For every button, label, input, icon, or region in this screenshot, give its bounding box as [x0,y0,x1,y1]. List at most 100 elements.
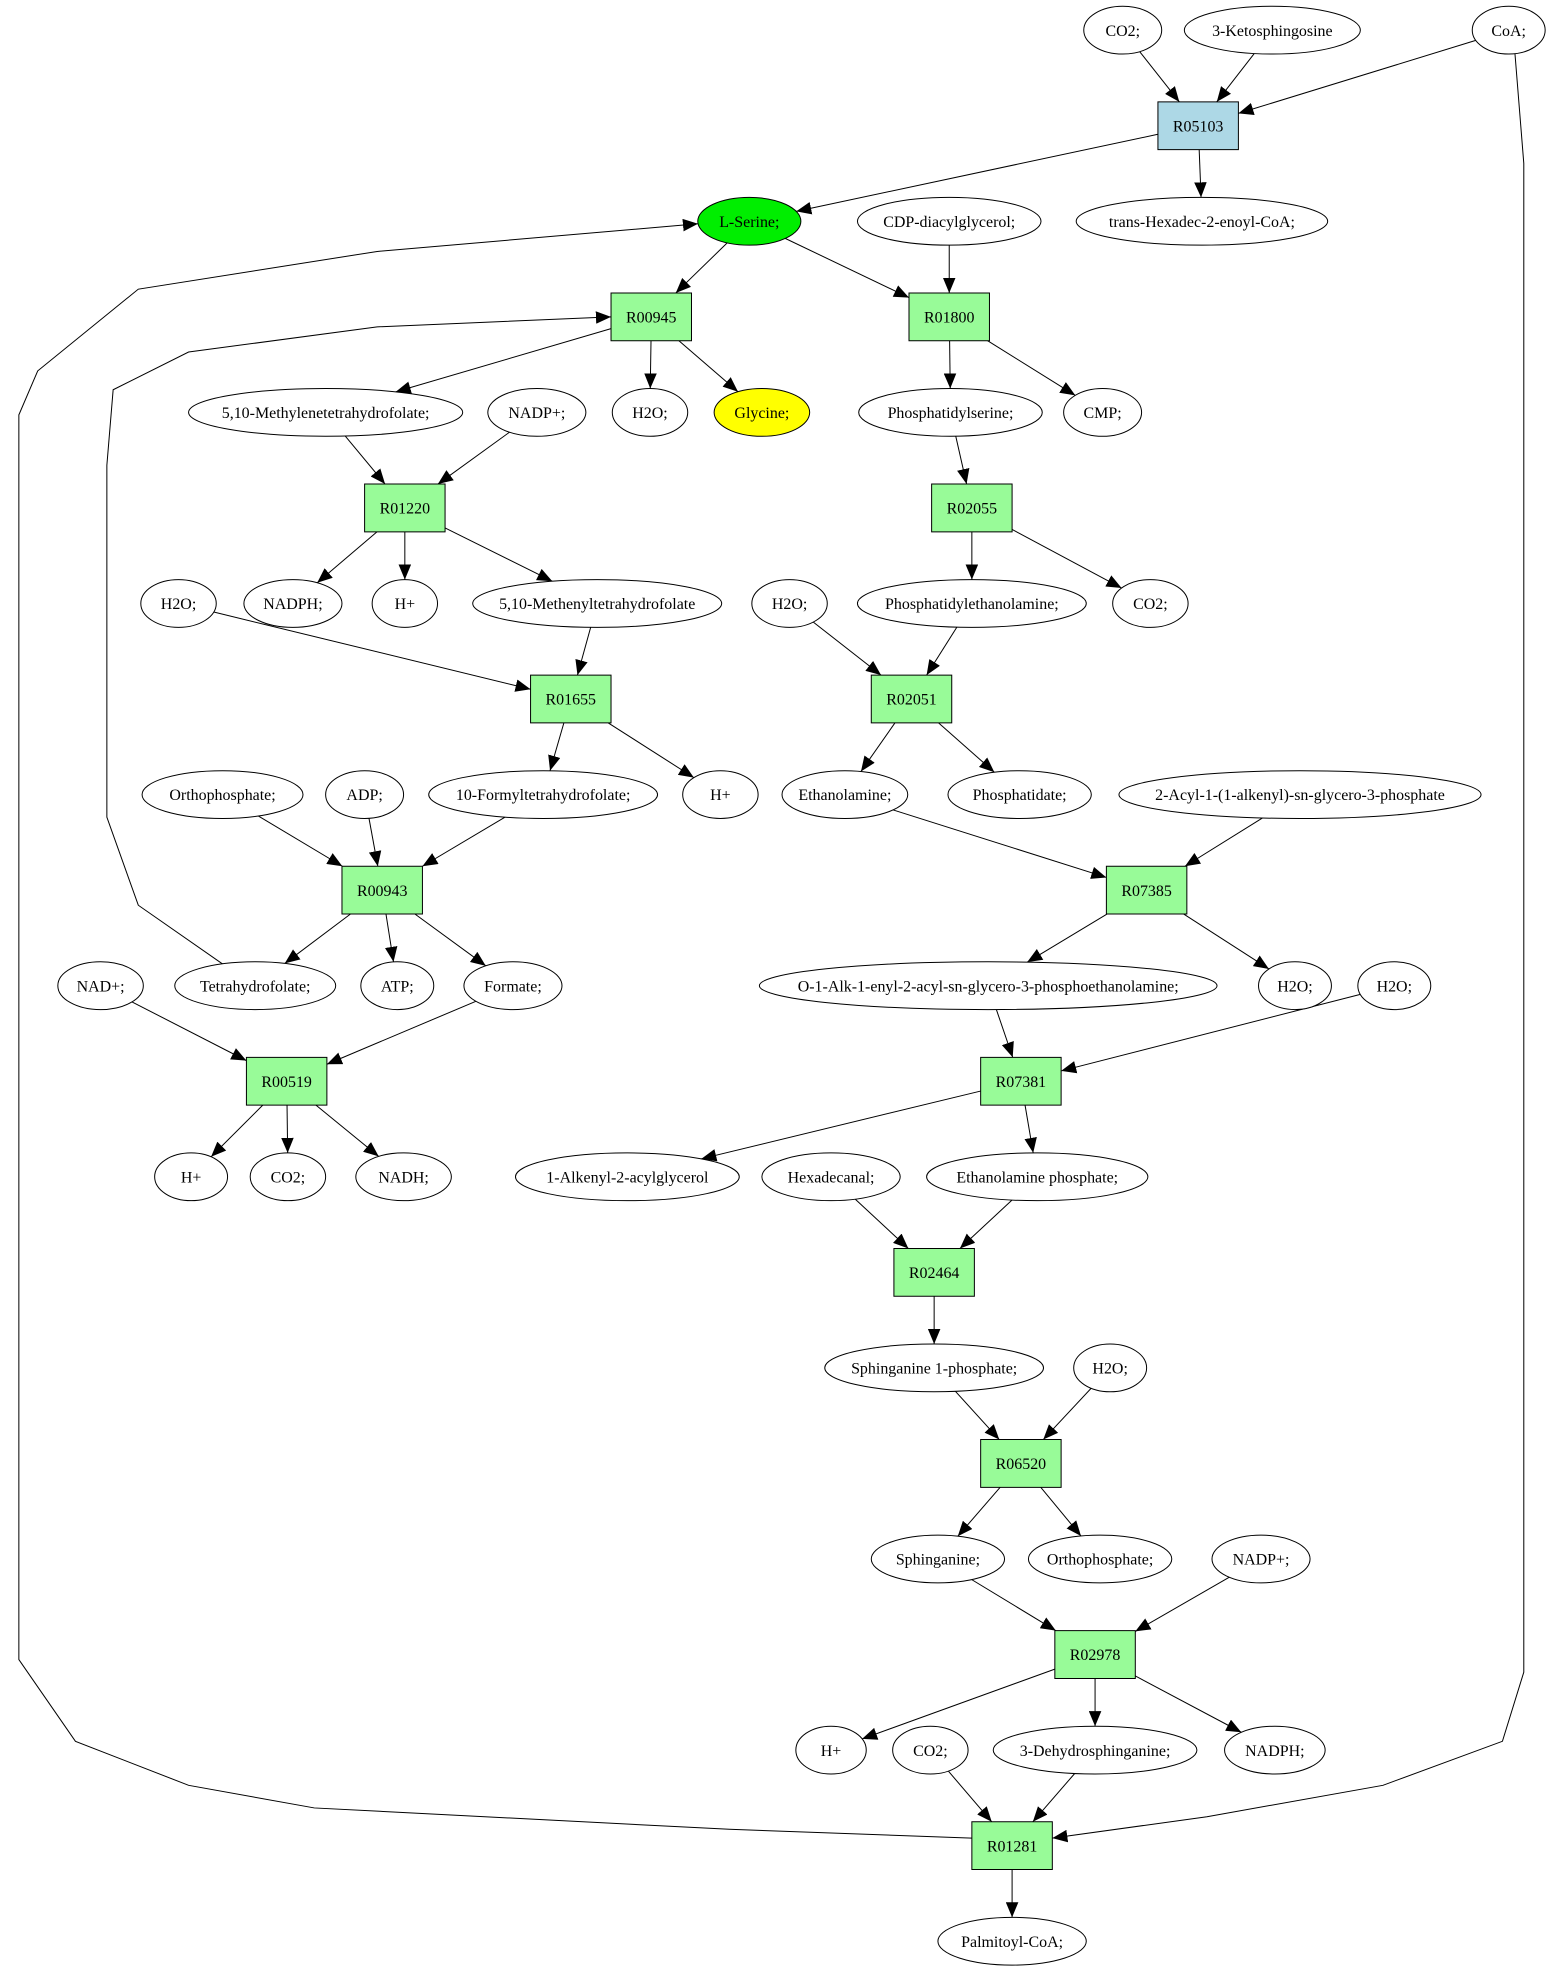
compound-node-c-nadh[interactable]: NADH; [356,1153,452,1201]
compound-node-c-hexadecanal[interactable]: Hexadecanal; [762,1153,900,1201]
reaction-node-r00519[interactable]: R00519 [246,1057,326,1105]
compound-node-c-coa[interactable]: CoA; [1472,6,1545,54]
compound-node-c-thf[interactable]: Tetrahydrofolate; [175,962,336,1010]
compound-node-c-nadp1[interactable]: NADP+; [488,388,586,436]
edge-c-ethanolamine-to-r07385 [893,810,1106,879]
compound-node-c-co2-top[interactable]: CO2; [1084,6,1162,54]
compound-node-c-adp[interactable]: ADP; [326,771,404,819]
compound-ellipse [782,771,908,819]
compound-node-c-sph1p[interactable]: Sphinganine 1-phosphate; [825,1344,1044,1392]
edge-c-acylalkenyl-to-r07385 [1185,818,1263,866]
node-label: CoA; [1491,23,1526,40]
compound-node-c-h2o4[interactable]: H2O; [1259,962,1332,1010]
compound-node-c-cmp[interactable]: CMP; [1064,388,1142,436]
compound-node-c-acylalkenyl[interactable]: 2-Acyl-1-(1-alkenyl)-sn-glycero-3-phosph… [1119,771,1481,819]
node-label: R01655 [546,692,597,709]
node-label: L-Serine; [719,214,779,231]
compound-node-c-h2o6[interactable]: H2O; [1074,1344,1147,1392]
compound-node-c-phosphatidate[interactable]: Phosphatidate; [948,771,1091,819]
compound-node-c-orthop1[interactable]: Orthophosphate; [142,771,303,819]
compound-node-c-hplus1[interactable]: H+ [372,580,437,628]
compound-node-c-ptdeth[interactable]: Phosphatidylethanolamine; [857,580,1086,628]
compound-node-c-ketosph[interactable]: 3-Ketosphingosine [1184,6,1360,54]
compound-node-c-lserine[interactable]: L-Serine; [698,197,801,245]
compound-node-c-alkenylacylgly[interactable]: 1-Alkenyl-2-acylglycerol [515,1153,739,1201]
compound-ellipse [714,388,810,436]
compound-node-c-h2o1[interactable]: H2O; [612,388,687,436]
compound-node-c-h2o5[interactable]: H2O; [1358,962,1431,1010]
edge-r00945-to-c-mthf [396,329,611,394]
node-label: H+ [710,787,731,804]
reaction-node-r01800[interactable]: R01800 [909,293,989,341]
compound-node-c-sphinganine[interactable]: Sphinganine; [871,1535,1004,1583]
compound-node-c-alk1enyl[interactable]: O-1-Alk-1-enyl-2-acyl-sn-glycero-3-phosp… [759,962,1217,1010]
reaction-node-r02051[interactable]: R02051 [871,675,951,723]
compound-node-c-formate[interactable]: Formate; [464,962,562,1010]
edge-r00943-to-c-atp [384,914,398,962]
compound-node-c-h2o2[interactable]: H2O; [141,580,216,628]
node-label: CO2; [1105,23,1140,40]
compound-ellipse [189,388,463,436]
compound-node-c-transhex[interactable]: trans-Hexadec-2-enoyl-CoA; [1076,197,1327,245]
compound-node-c-mthf[interactable]: 5,10-Methylenetetrahydrofolate; [189,388,463,436]
reaction-box [871,675,951,723]
compound-node-c-ethanolamine[interactable]: Ethanolamine; [782,771,908,819]
edge-c-hexadecanal-to-r02464 [855,1199,908,1248]
reaction-node-r05103[interactable]: R05103 [1158,102,1238,150]
reaction-node-r02055[interactable]: R02055 [932,484,1012,532]
compound-node-c-formylthf[interactable]: 10-Formyltetrahydrofolate; [429,771,658,819]
reaction-node-r00945[interactable]: R00945 [611,293,691,341]
compound-node-c-methenyl[interactable]: 5,10-Methenyltetrahydrofolate [473,580,722,628]
node-label: trans-Hexadec-2-enoyl-CoA; [1109,214,1295,231]
compound-node-c-nadph1[interactable]: NADPH; [244,580,342,628]
compound-node-c-hplus2[interactable]: H+ [683,771,758,819]
edge-c-co2-4-to-r01281 [948,1771,991,1822]
reaction-node-r07381[interactable]: R07381 [981,1057,1061,1105]
node-label: Phosphatidate; [973,787,1067,804]
edge-r01655-to-c-hplus2 [608,723,694,778]
reaction-node-r01220[interactable]: R01220 [365,484,445,532]
edge-r07385-to-c-h2o4 [1184,914,1269,969]
compound-node-c-cdpdag[interactable]: CDP-diacylglycerol; [857,197,1041,245]
compound-node-c-hplus4[interactable]: H+ [796,1726,866,1774]
compound-node-c-ptdser[interactable]: Phosphatidylserine; [859,388,1043,436]
compound-node-c-orthop2[interactable]: Orthophosphate; [1028,1535,1171,1583]
reaction-node-r02464[interactable]: R02464 [894,1248,974,1296]
edge-c-ptdeth-to-r02051 [927,627,957,675]
reaction-node-r01281[interactable]: R01281 [972,1822,1052,1870]
edge-r02978-to-c-nadph2 [1135,1676,1241,1732]
compound-node-c-co2-4[interactable]: CO2; [893,1726,968,1774]
edge-c-adp-to-r00943 [369,818,382,866]
compound-ellipse [464,962,562,1010]
compound-node-c-atp[interactable]: ATP; [361,962,434,1010]
reaction-node-r07385[interactable]: R07385 [1106,866,1186,914]
compound-node-c-nadp2[interactable]: NADP+; [1212,1535,1310,1583]
edge-c-nadp2-to-r02978 [1135,1577,1229,1631]
reaction-node-r00943[interactable]: R00943 [342,866,422,914]
edge-c-coa-to-r05103 [1238,40,1475,115]
compound-ellipse [857,197,1041,245]
compound-node-c-co2-3[interactable]: CO2; [250,1153,325,1201]
compound-node-c-hplus3[interactable]: H+ [155,1153,228,1201]
compound-node-c-dehydrosph[interactable]: 3-Dehydrosphinganine; [993,1726,1197,1774]
compound-ellipse [1212,1535,1310,1583]
compound-node-c-nad[interactable]: NAD+; [58,962,143,1010]
compound-node-c-h2o3[interactable]: H2O; [752,580,827,628]
compound-node-c-co2-2[interactable]: CO2; [1113,580,1188,628]
compound-node-c-ethphos[interactable]: Ethanolamine phosphate; [927,1153,1148,1201]
edge-r06520-to-c-orthop2 [1041,1487,1081,1536]
reaction-box [342,866,422,914]
compound-ellipse [1119,771,1481,819]
compound-node-c-palmitoyl[interactable]: Palmitoyl-CoA; [938,1917,1086,1965]
reaction-node-r01655[interactable]: R01655 [531,675,611,723]
edge-r00945-to-c-glycine [679,341,738,392]
node-label: H+ [395,596,416,613]
edge-c-coa-to-r01281 [1052,54,1523,1843]
compound-node-c-nadph2[interactable]: NADPH; [1225,1726,1326,1774]
node-label: 10-Formyltetrahydrofolate; [456,787,631,804]
compound-node-c-glycine[interactable]: Glycine; [714,388,810,436]
reaction-node-r02978[interactable]: R02978 [1055,1631,1135,1679]
reaction-box [909,293,989,341]
edge-c-mthf-to-r01220 [345,436,385,484]
reaction-node-r06520[interactable]: R06520 [981,1440,1061,1488]
